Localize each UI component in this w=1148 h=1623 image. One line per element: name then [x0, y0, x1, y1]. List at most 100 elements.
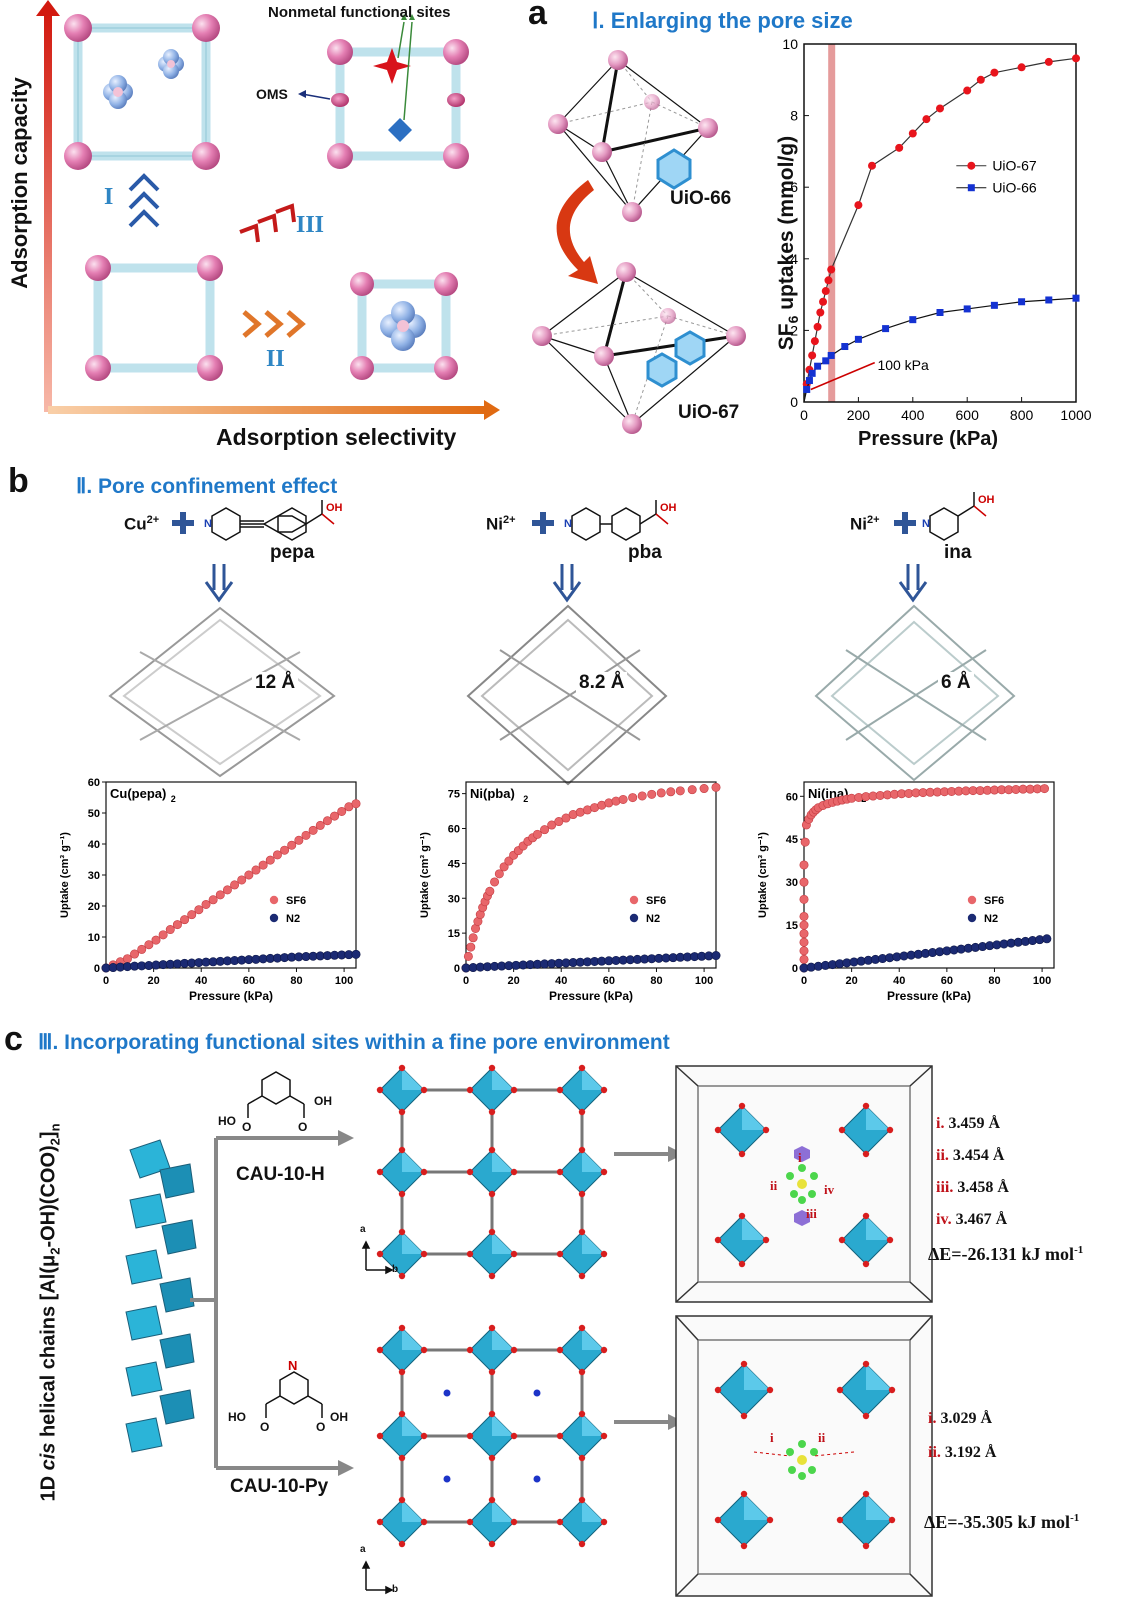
- panel-a-letter: a: [528, 0, 547, 32]
- isophthalic-acid-structure: [247, 1071, 305, 1118]
- oxygen-atom: [766, 1516, 774, 1524]
- x-tick-label: 0: [800, 407, 808, 423]
- oxygen-atom: [510, 1432, 518, 1440]
- data-point-SF6: [187, 910, 197, 920]
- data-point-SF6: [799, 911, 809, 921]
- oxygen-atom: [738, 1102, 746, 1110]
- oxygen-atom: [398, 1228, 406, 1236]
- oms-site: [331, 93, 349, 107]
- branch-arrows: [190, 1136, 670, 1470]
- binding-energy-py: ΔE=-35.305 kJ mol-1: [924, 1512, 1079, 1533]
- data-point-UiO-66: [803, 385, 811, 393]
- sulfur-atom: [797, 1455, 807, 1465]
- data-point-UiO-66: [1072, 294, 1080, 302]
- data-point-SF6: [485, 886, 495, 896]
- distance-id: iv.: [936, 1211, 952, 1228]
- oxygen-atom: [488, 1540, 496, 1548]
- data-point-SF6: [351, 799, 361, 809]
- linker-pba-label: pba: [628, 542, 662, 563]
- fluorine-atom: [786, 1172, 794, 1180]
- metal-charge: 2+: [867, 514, 880, 526]
- legend-marker-n2: [967, 913, 977, 923]
- interaction-line: [813, 1451, 855, 1457]
- octahedron-face: [402, 1150, 424, 1172]
- metal-cu: Cu2+: [124, 514, 159, 535]
- data-point-SF6: [494, 869, 504, 879]
- data-point-SF6: [647, 789, 657, 799]
- sf6-molecule-icon: [158, 49, 184, 79]
- benzene-ring: [794, 1210, 810, 1226]
- x-tick-label: 1000: [1060, 407, 1091, 423]
- data-point-UiO-67: [816, 308, 825, 317]
- linker-ina-label: ina: [944, 542, 972, 563]
- data-point-UiO-66: [808, 369, 816, 377]
- data-point-SF6: [800, 837, 810, 847]
- data-point-UiO-67: [824, 276, 833, 285]
- interaction-line: [753, 1451, 791, 1457]
- binding-site-h: [714, 1102, 894, 1268]
- data-point-SF6: [637, 791, 647, 801]
- ina-n-label: N: [922, 518, 930, 530]
- site-label-py-i: i: [770, 1430, 774, 1445]
- chart-title: Cu(pepa): [110, 786, 166, 801]
- oxygen-atom: [862, 1150, 870, 1158]
- oxygen-atom: [556, 1432, 564, 1440]
- data-point-SF6: [466, 942, 476, 952]
- oxygen-atom: [398, 1454, 406, 1462]
- plot-frame: [105, 781, 357, 969]
- oxygen-atom: [466, 1518, 474, 1526]
- legend-label-sf6: SF6: [646, 895, 666, 907]
- metal-ni-symbol: Ni: [850, 514, 867, 534]
- x-tick-label: 600: [956, 407, 980, 423]
- data-point-UiO-67: [1017, 63, 1026, 72]
- oxygen-atom: [398, 1496, 406, 1504]
- ylabel-rest: uptakes (mmol/g): [774, 135, 798, 316]
- nonmetal-label: Nonmetal functional sites: [268, 4, 451, 21]
- axis-a-label-py: a: [360, 1544, 366, 1555]
- data-point-N2: [351, 949, 361, 959]
- y-tick-label: 60: [448, 824, 460, 836]
- data-point-UiO-67: [922, 115, 931, 124]
- pba-oh-label: OH: [660, 502, 677, 514]
- site-label-h-iii: iii: [806, 1206, 817, 1221]
- distance-row: iii. 3.458 Å: [936, 1172, 1009, 1204]
- x-axis-arrow: [48, 406, 488, 414]
- distance-id: ii.: [928, 1444, 941, 1461]
- oxygen-atom: [398, 1368, 406, 1376]
- oxygen-atom: [578, 1228, 586, 1236]
- star-site-icon: [373, 48, 411, 84]
- panel-c-letter: c: [4, 1020, 23, 1058]
- data-point-SF6: [499, 862, 509, 872]
- site-label-h-iv: iv: [824, 1182, 835, 1197]
- data-point-UiO-67: [868, 161, 876, 170]
- oxygen-atom: [600, 1250, 608, 1258]
- x-axis-label: Pressure (kPa): [549, 989, 633, 1003]
- oxygen-atom: [466, 1168, 474, 1176]
- fluorine-atom: [788, 1466, 796, 1474]
- data-point-SF6: [337, 806, 347, 816]
- octahedron-face: [492, 1414, 514, 1436]
- data-point-UiO-67: [810, 337, 819, 346]
- legend-marker-n2: [629, 913, 639, 923]
- oxygen-atom: [886, 1236, 894, 1244]
- x-tick-label: 80: [290, 975, 302, 987]
- data-point-SF6: [215, 890, 225, 900]
- data-point-SF6: [294, 835, 304, 845]
- x-tick-label: 400: [901, 407, 925, 423]
- data-point-SF6: [547, 820, 557, 830]
- x-tick-label: 80: [988, 975, 1000, 987]
- data-point-SF6: [1039, 784, 1049, 794]
- chart-title-subscript: 2: [523, 794, 528, 804]
- oxygen-atom: [762, 1126, 770, 1134]
- data-point-UiO-66: [841, 343, 849, 351]
- oxygen-atom: [466, 1432, 474, 1440]
- octahedron-face: [402, 1414, 424, 1436]
- o-label-py-1: O: [260, 1420, 270, 1434]
- oxygen-atom: [488, 1368, 496, 1376]
- oxygen-atom: [398, 1540, 406, 1548]
- metal-charge: 2+: [146, 514, 160, 526]
- oxygen-atom: [398, 1108, 406, 1116]
- oxygen-atom: [556, 1518, 564, 1526]
- axis-a-label-h: a: [360, 1224, 366, 1235]
- legend-label-uio67: UiO-67: [992, 158, 1037, 174]
